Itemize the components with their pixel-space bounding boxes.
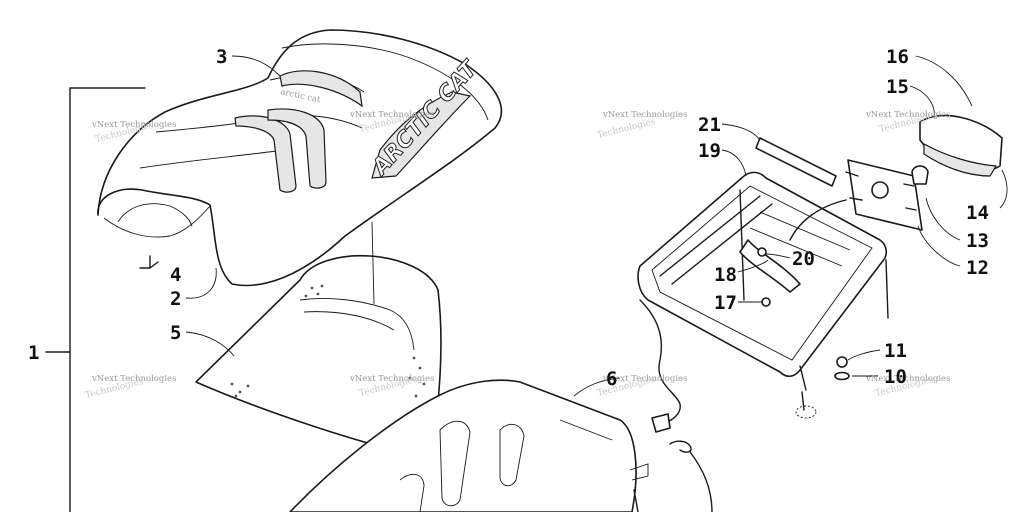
taillight-mount-part [845,159,923,231]
leader-lines [185,55,1008,397]
callout-17: 17 [714,292,737,314]
rack-part [637,171,889,391]
callout-19: 19 [698,140,721,162]
callout-3: 3 [216,46,227,68]
callout-10: 10 [884,366,907,388]
seat-foam-part [195,254,442,456]
callout-16: 16 [886,46,909,68]
watermark-text: Technologies [596,117,657,141]
watermark-text: vNext Technologies [349,374,434,384]
callout-14: 14 [966,202,989,224]
wire-harness [639,299,681,425]
watermark-text: vNext Technologies [602,374,687,384]
callout-12: 12 [966,257,989,279]
watermark-text: vNext Technologies [91,120,176,130]
callout-2: 2 [170,288,181,310]
callout-13: 13 [966,230,989,252]
callout-5: 5 [170,322,181,344]
watermark-text: vNext Technologies [349,110,434,120]
callout-15: 15 [886,76,909,98]
watermark-text: vNext Technologies [602,110,687,120]
watermark-text: vNext Technologies [91,374,176,384]
watermark-text: vNext Technologies [865,374,950,384]
callout-18: 18 [714,264,737,286]
seat-part: ARCTIC CAT arctic cat [97,29,503,287]
callout-21: 21 [698,114,721,136]
callout-20: 20 [792,248,815,270]
callout-11: 11 [884,340,907,362]
reflector-strip-part [755,137,837,187]
callout-4: 4 [170,264,181,286]
taillight-lens-part [919,114,1003,177]
assembly-bracket [45,87,146,512]
watermark-text: vNext Technologies [865,110,950,120]
seat-base-part [289,379,649,512]
clip-part [139,255,159,269]
callout-6: 6 [606,368,617,390]
callout-1: 1 [28,342,39,364]
callout-numbers: 1 2 3 4 5 6 10 11 12 13 14 15 16 17 18 1… [28,46,989,390]
